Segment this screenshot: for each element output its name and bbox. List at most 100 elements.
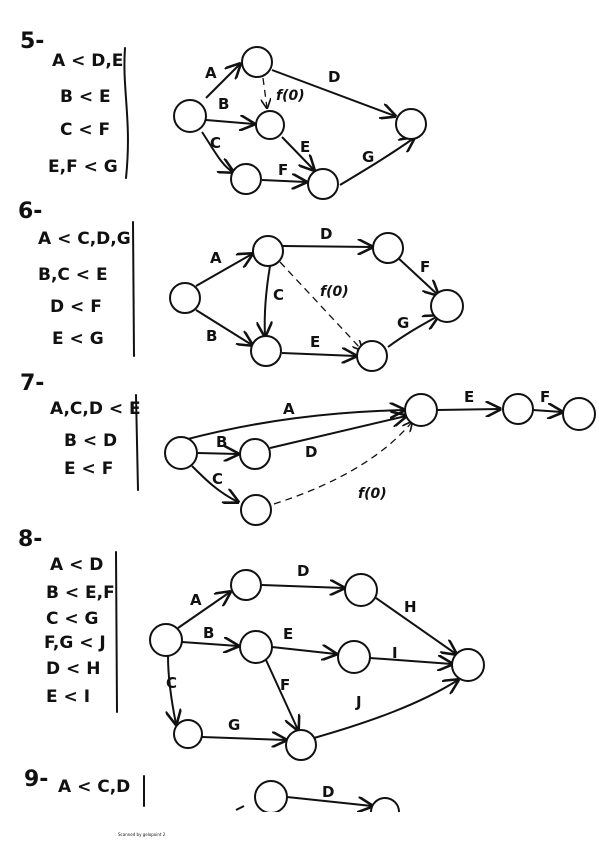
event-node [255, 110, 285, 140]
event-node [562, 397, 596, 431]
problem-number: 6- [18, 199, 42, 224]
edge-label: D [320, 225, 332, 243]
event-node [344, 573, 378, 607]
edge-label: I [392, 644, 398, 662]
edge-label: F [280, 676, 290, 694]
edge-label: E [464, 388, 474, 406]
edge-arrow [339, 138, 414, 186]
edge-arrow [395, 255, 438, 295]
edge-arrow [205, 64, 240, 99]
precedence-rule: A < C,D [58, 777, 130, 797]
event-node [230, 163, 262, 195]
edge-arrow [261, 180, 306, 182]
event-node [285, 729, 317, 761]
precedence-rule: A < D,E [52, 51, 123, 71]
precedence-rule: E < G [52, 329, 104, 349]
edge-label: A [190, 591, 202, 609]
precedence-rule: B < E,F [46, 583, 115, 603]
edge-arrow [168, 655, 176, 724]
edge-arrow [387, 316, 438, 348]
edge-arrow [369, 658, 452, 664]
event-node [451, 648, 485, 682]
edge-arrow [313, 680, 458, 739]
problem-number: 9- [24, 767, 48, 792]
edge-label: A [205, 64, 217, 82]
edge-arrow [271, 69, 395, 116]
precedence-rule: E < F [64, 459, 113, 479]
precedence-rule: E < I [46, 687, 90, 707]
precedence-rule: C < G [46, 609, 99, 629]
event-node [372, 232, 404, 264]
edge-arrow [261, 585, 344, 588]
edge-label: C [210, 134, 221, 152]
precedence-rule: F,G < J [44, 633, 106, 653]
scanner-footer: Scanned by gelopoint 2 [118, 832, 166, 837]
edge-arrow [375, 597, 456, 654]
problem-5: 5- A < D,E B < E C < F E,F < G A B C D f… [20, 29, 427, 200]
edge-label: B [218, 95, 229, 113]
rule-separator [132, 221, 135, 357]
edge-label: F [278, 161, 288, 179]
edge-arrow [265, 265, 270, 336]
edge-label: C [273, 286, 284, 304]
problem-9: 9- A < C,D D [0, 767, 599, 848]
rule-separator [123, 47, 129, 179]
edge-label: D [328, 68, 340, 86]
edge-arrow [532, 410, 562, 412]
precedence-rule: D < H [46, 659, 100, 679]
precedence-rule: B,C < E [38, 265, 108, 285]
edge-label: E [300, 138, 310, 156]
event-node [252, 235, 284, 267]
edge-arrow [201, 737, 286, 740]
edge-label: B [216, 433, 227, 451]
problem-number: 7- [20, 371, 44, 396]
edge-label: B [203, 624, 214, 642]
edge-label: D [297, 562, 309, 580]
edge-arrow [235, 805, 245, 811]
event-node [430, 289, 464, 323]
precedence-rule: D < F [50, 297, 102, 317]
event-node [404, 393, 438, 427]
event-node [240, 494, 272, 526]
edge-arrow [286, 796, 372, 806]
event-node [254, 780, 288, 814]
event-node [239, 630, 273, 664]
dummy-edge-arrow [263, 77, 267, 108]
edge-arrow [282, 246, 372, 247]
edge-arrow [191, 465, 238, 502]
event-node [356, 340, 388, 372]
edge-arrow [436, 409, 500, 410]
problem-8: 8- A < D B < E,F C < G F,G < J D < H E <… [18, 527, 485, 761]
precedence-rule: A < C,D,G [38, 229, 131, 249]
precedence-rule: C < F [60, 120, 110, 140]
edge-label: A [210, 249, 222, 267]
event-node [173, 719, 203, 749]
edge-label: D [305, 443, 317, 461]
edge-label: G [362, 148, 374, 166]
edge-label: G [397, 314, 409, 332]
dummy-edge-label: f(0) [276, 88, 305, 104]
edge-label: C [212, 470, 223, 488]
event-node [241, 46, 273, 78]
problem-7: 7- A,C,D < E B < D E < F A B C D f(0) E … [20, 371, 596, 526]
event-node [502, 393, 534, 425]
precedence-rule: B < E [60, 87, 111, 107]
dummy-edge-label: f(0) [320, 284, 349, 300]
rule-separator [135, 394, 139, 491]
event-node [230, 569, 262, 601]
edge-label: C [166, 674, 177, 692]
event-node [149, 623, 183, 657]
event-node [307, 168, 339, 200]
problem-number: 5- [20, 29, 44, 54]
event-node [164, 436, 198, 470]
edge-label: A [283, 400, 295, 418]
edge-label: D [322, 783, 334, 801]
edge-arrow [197, 453, 238, 454]
problem-number: 8- [18, 527, 42, 552]
edge-label: B [206, 327, 217, 345]
edge-arrow [205, 120, 254, 124]
edge-label: J [355, 693, 362, 711]
dummy-edge-arrow [279, 261, 362, 350]
dummy-edge-arrow [273, 422, 412, 505]
